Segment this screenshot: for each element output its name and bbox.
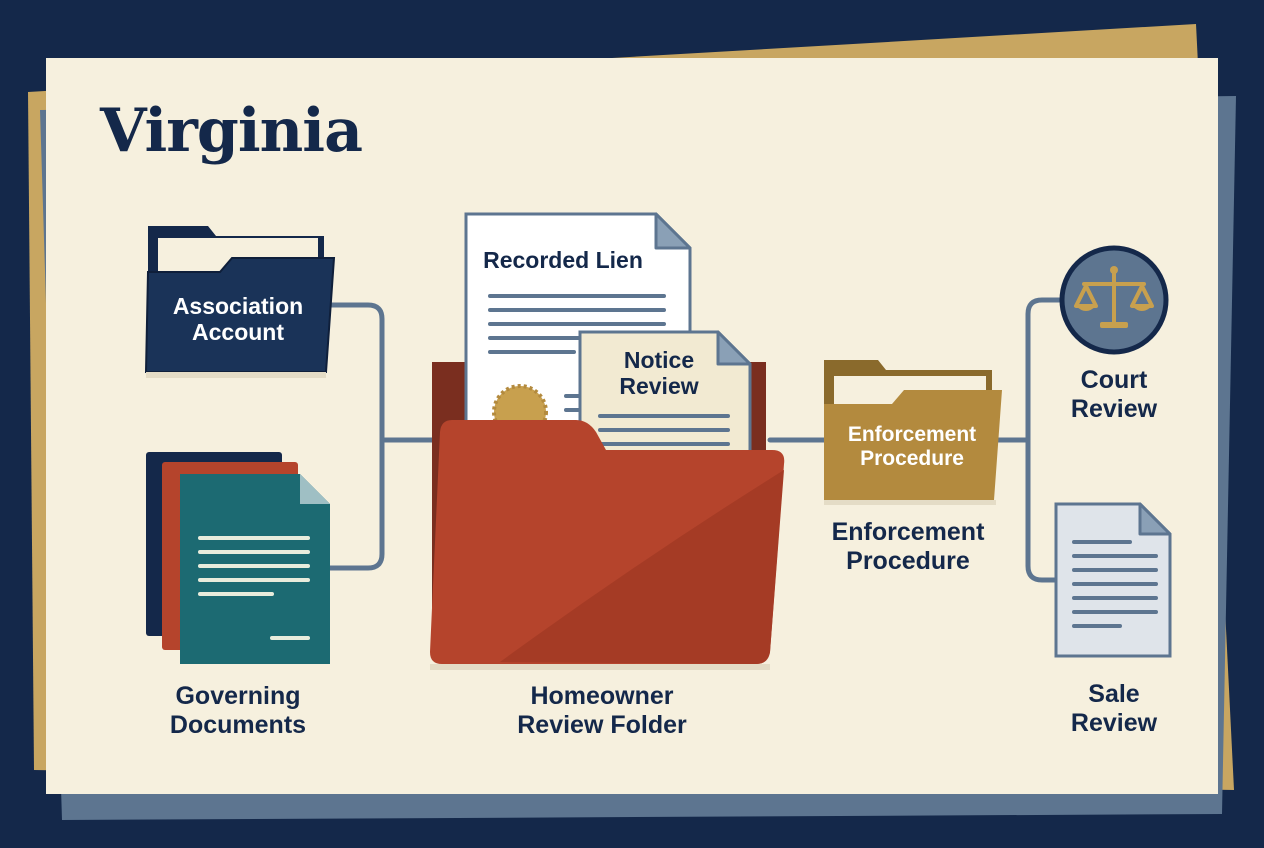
governing-documents-label: Governing Documents [169,682,307,739]
diagram-title: Virginia [100,96,363,166]
connector-governing [327,437,385,571]
association-account-label: Association Account [172,293,304,346]
enforcement-procedure-folder-label: Enforcement Procedure [847,423,977,471]
governing-documents-stack-icon [146,452,330,664]
enforcement-procedure-caption: Enforcement Procedure [831,518,985,575]
connector-account [327,302,385,443]
homeowner-review-folder-label: Homeowner Review Folder [517,682,687,739]
notice-review-document-icon [578,330,752,456]
sale-review-document-icon [1054,502,1172,658]
association-account-folder-icon [144,226,336,378]
homeowner-review-folder-icon [430,420,785,670]
connector-sale [1025,437,1059,583]
notice-review-label: Notice Review [619,347,699,400]
recorded-lien-label: Recorded Lien [483,247,643,273]
court-review-scales-icon [1059,245,1169,355]
connector-court [1025,297,1065,443]
sale-review-label: Sale Review [1070,680,1158,737]
court-review-label: Court Review [1070,366,1158,423]
connectors [327,297,1065,583]
enforcement-procedure-folder-icon [824,360,1002,505]
